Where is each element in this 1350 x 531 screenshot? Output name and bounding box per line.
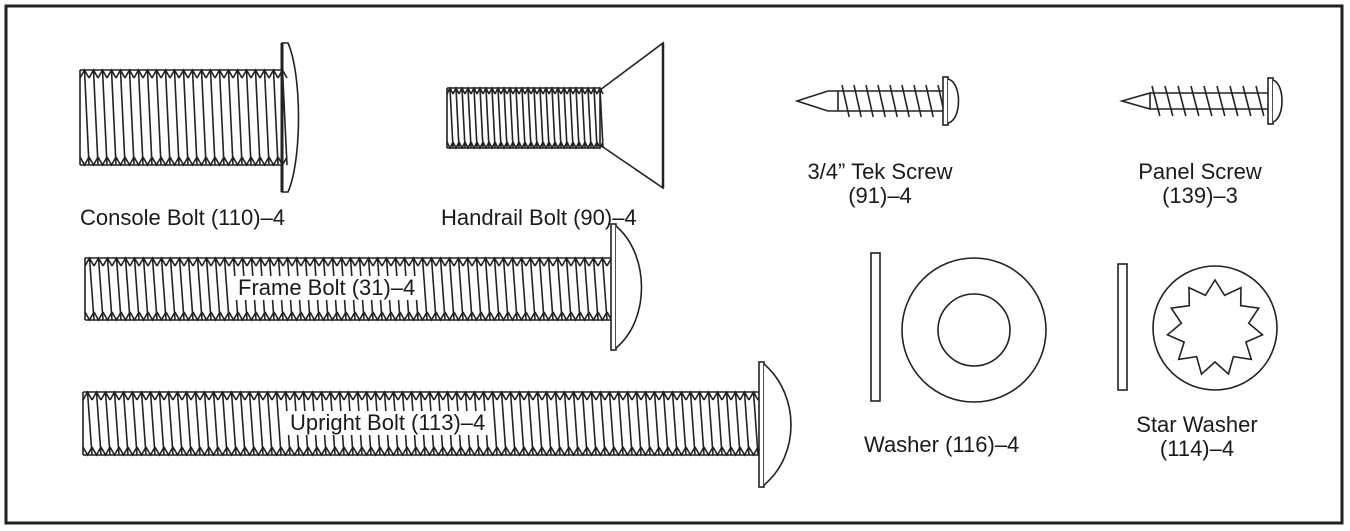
tek-screw-label-line1: 3/4” Tek Screw <box>807 159 953 184</box>
star-washer-figure <box>1117 263 1278 391</box>
handrail-bolt-figure <box>446 41 665 190</box>
washer-figure <box>870 252 1047 403</box>
cb-teeth-thread <box>79 68 288 167</box>
panel-screw-label-line2: (139)–3 <box>1162 183 1238 208</box>
hb-teeth-thread <box>446 86 604 150</box>
tek-screw-label-line2: (91)–4 <box>848 183 912 208</box>
ps-teeth-thread <box>1151 85 1265 117</box>
panel-screw-label-line1: Panel Screw <box>1138 159 1262 184</box>
washer-label: Washer (116)–4 <box>864 432 1020 457</box>
panel-screw-figure <box>1119 77 1283 125</box>
console-bolt-label: Console Bolt (110)–4 <box>80 205 286 230</box>
star-washer-label-line1: Star Washer <box>1136 412 1258 437</box>
star-washer-label-line2: (114)–4 <box>1159 436 1235 461</box>
console-bolt-figure <box>79 42 300 193</box>
tek-screw-figure <box>794 76 960 126</box>
tek-teeth-thread <box>841 84 946 118</box>
frame-bolt-label: Frame Bolt (31)–4 <box>232 276 422 300</box>
upright-bolt-label: Upright Bolt (113)–4 <box>284 411 492 435</box>
handrail-bolt-label: Handrail Bolt (90)–4 <box>441 205 637 230</box>
